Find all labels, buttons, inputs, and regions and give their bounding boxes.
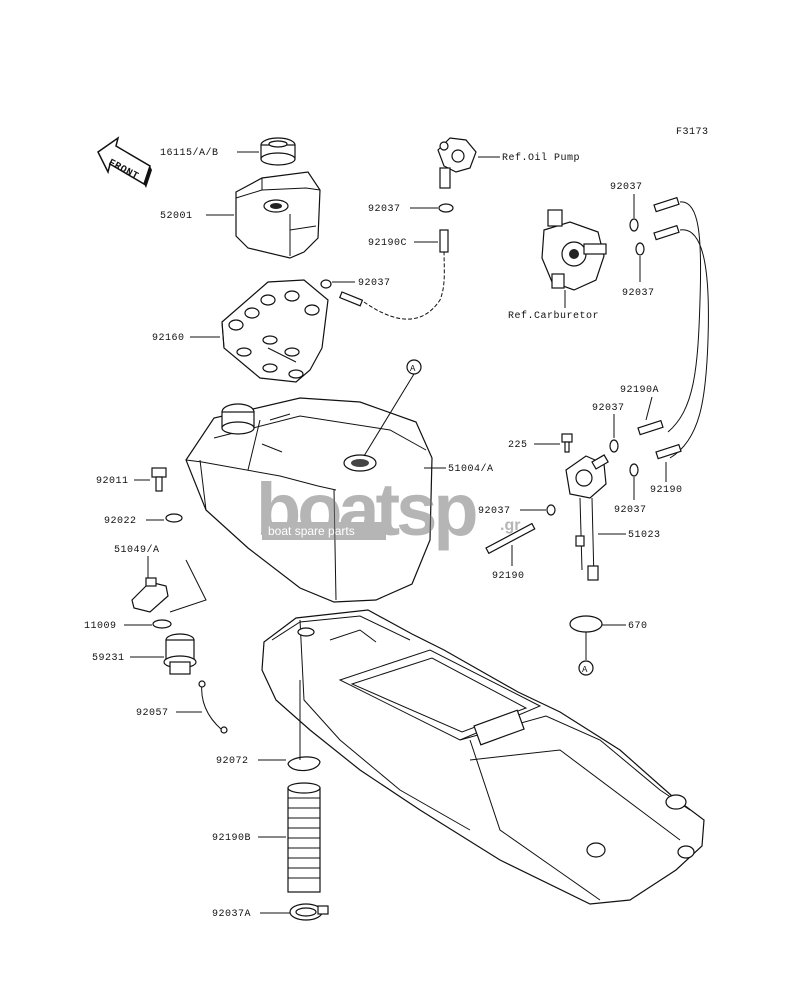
o-ring-670	[569, 615, 603, 633]
hose-clamp	[438, 203, 454, 213]
filler-neck-59231	[163, 633, 197, 675]
hose-clamp	[609, 439, 619, 453]
fuel-tank	[185, 397, 433, 603]
hull	[261, 609, 705, 905]
label-92037-mid: 92037	[478, 506, 511, 517]
label-ref-carburetor: Ref.Carburetor	[508, 310, 599, 322]
label-51049: 51049/A	[114, 544, 160, 556]
label-92160: 92160	[152, 333, 185, 344]
callout-marker-a-lower	[578, 660, 594, 676]
label-92037-r2: 92037	[622, 288, 655, 299]
label-51004: 51004/A	[448, 463, 494, 475]
bolt-92011	[151, 467, 167, 492]
label-92057: 92057	[136, 708, 169, 719]
strap-92057	[201, 681, 223, 731]
vent-hose-92190b	[287, 782, 321, 893]
carburetor	[541, 209, 607, 291]
hose-clamp	[629, 218, 639, 232]
label-ref-oil-pump: Ref.Oil Pump	[502, 152, 580, 164]
label-92037-clamp: 92037	[358, 278, 391, 289]
label-52001: 52001	[160, 211, 193, 222]
label-92190b: 92190B	[212, 833, 251, 844]
oil-tank	[235, 171, 321, 259]
label-92037-r4: 92037	[614, 505, 647, 516]
oil-pump	[437, 137, 477, 189]
hose-clamp	[546, 504, 556, 516]
label-11009: 11009	[84, 621, 117, 632]
hose-fitting	[338, 291, 364, 307]
hose-clamp	[320, 279, 332, 289]
bolt-225	[561, 433, 573, 453]
label-225: 225	[508, 440, 528, 451]
figure-code: F3173	[676, 127, 709, 138]
label-92022: 92022	[104, 516, 137, 527]
label-92190a: 92190A	[620, 385, 659, 396]
label-51023: 51023	[628, 530, 661, 541]
hose-clamp	[635, 242, 645, 256]
label-92037-r3: 92037	[592, 403, 625, 414]
hose-clamp-92072	[287, 756, 321, 772]
gasket-11009	[152, 619, 172, 629]
oil-hose	[363, 247, 445, 320]
label-92037-r1: 92037	[610, 182, 643, 193]
watermark-suffix: .gr	[500, 517, 520, 534]
label-92190c: 92190C	[368, 238, 407, 249]
hose-clamp-92037a	[289, 903, 329, 921]
label-92190-r: 92190	[650, 485, 683, 496]
filler-cap-51049	[131, 577, 169, 613]
watermark: boatsp .gr boat spare parts	[256, 468, 520, 551]
label-670: 670	[628, 621, 648, 632]
label-92037-top: 92037	[368, 204, 401, 215]
tank-tray	[221, 279, 329, 383]
label-59231: 59231	[92, 653, 125, 664]
hose-clamp	[629, 463, 639, 477]
long-hoses	[637, 196, 709, 460]
label-92072: 92072	[216, 756, 249, 767]
hose-92190	[485, 522, 536, 555]
washer-92022	[165, 513, 183, 523]
hose-92190c	[439, 229, 449, 253]
label-16115: 16115/A/B	[160, 147, 219, 159]
oil-tank-cap	[260, 137, 296, 166]
front-arrow-icon: FRONT	[97, 136, 152, 188]
label-92037a: 92037A	[212, 909, 251, 920]
assembly-link	[169, 559, 207, 613]
callout-marker-a-lower-text: A	[582, 665, 588, 675]
label-92011: 92011	[96, 476, 129, 487]
callout-marker-a-text: A	[410, 364, 416, 374]
watermark-tagline: boat spare parts	[268, 524, 355, 538]
label-92190-mid: 92190	[492, 571, 525, 582]
fuel-valve	[565, 454, 609, 581]
